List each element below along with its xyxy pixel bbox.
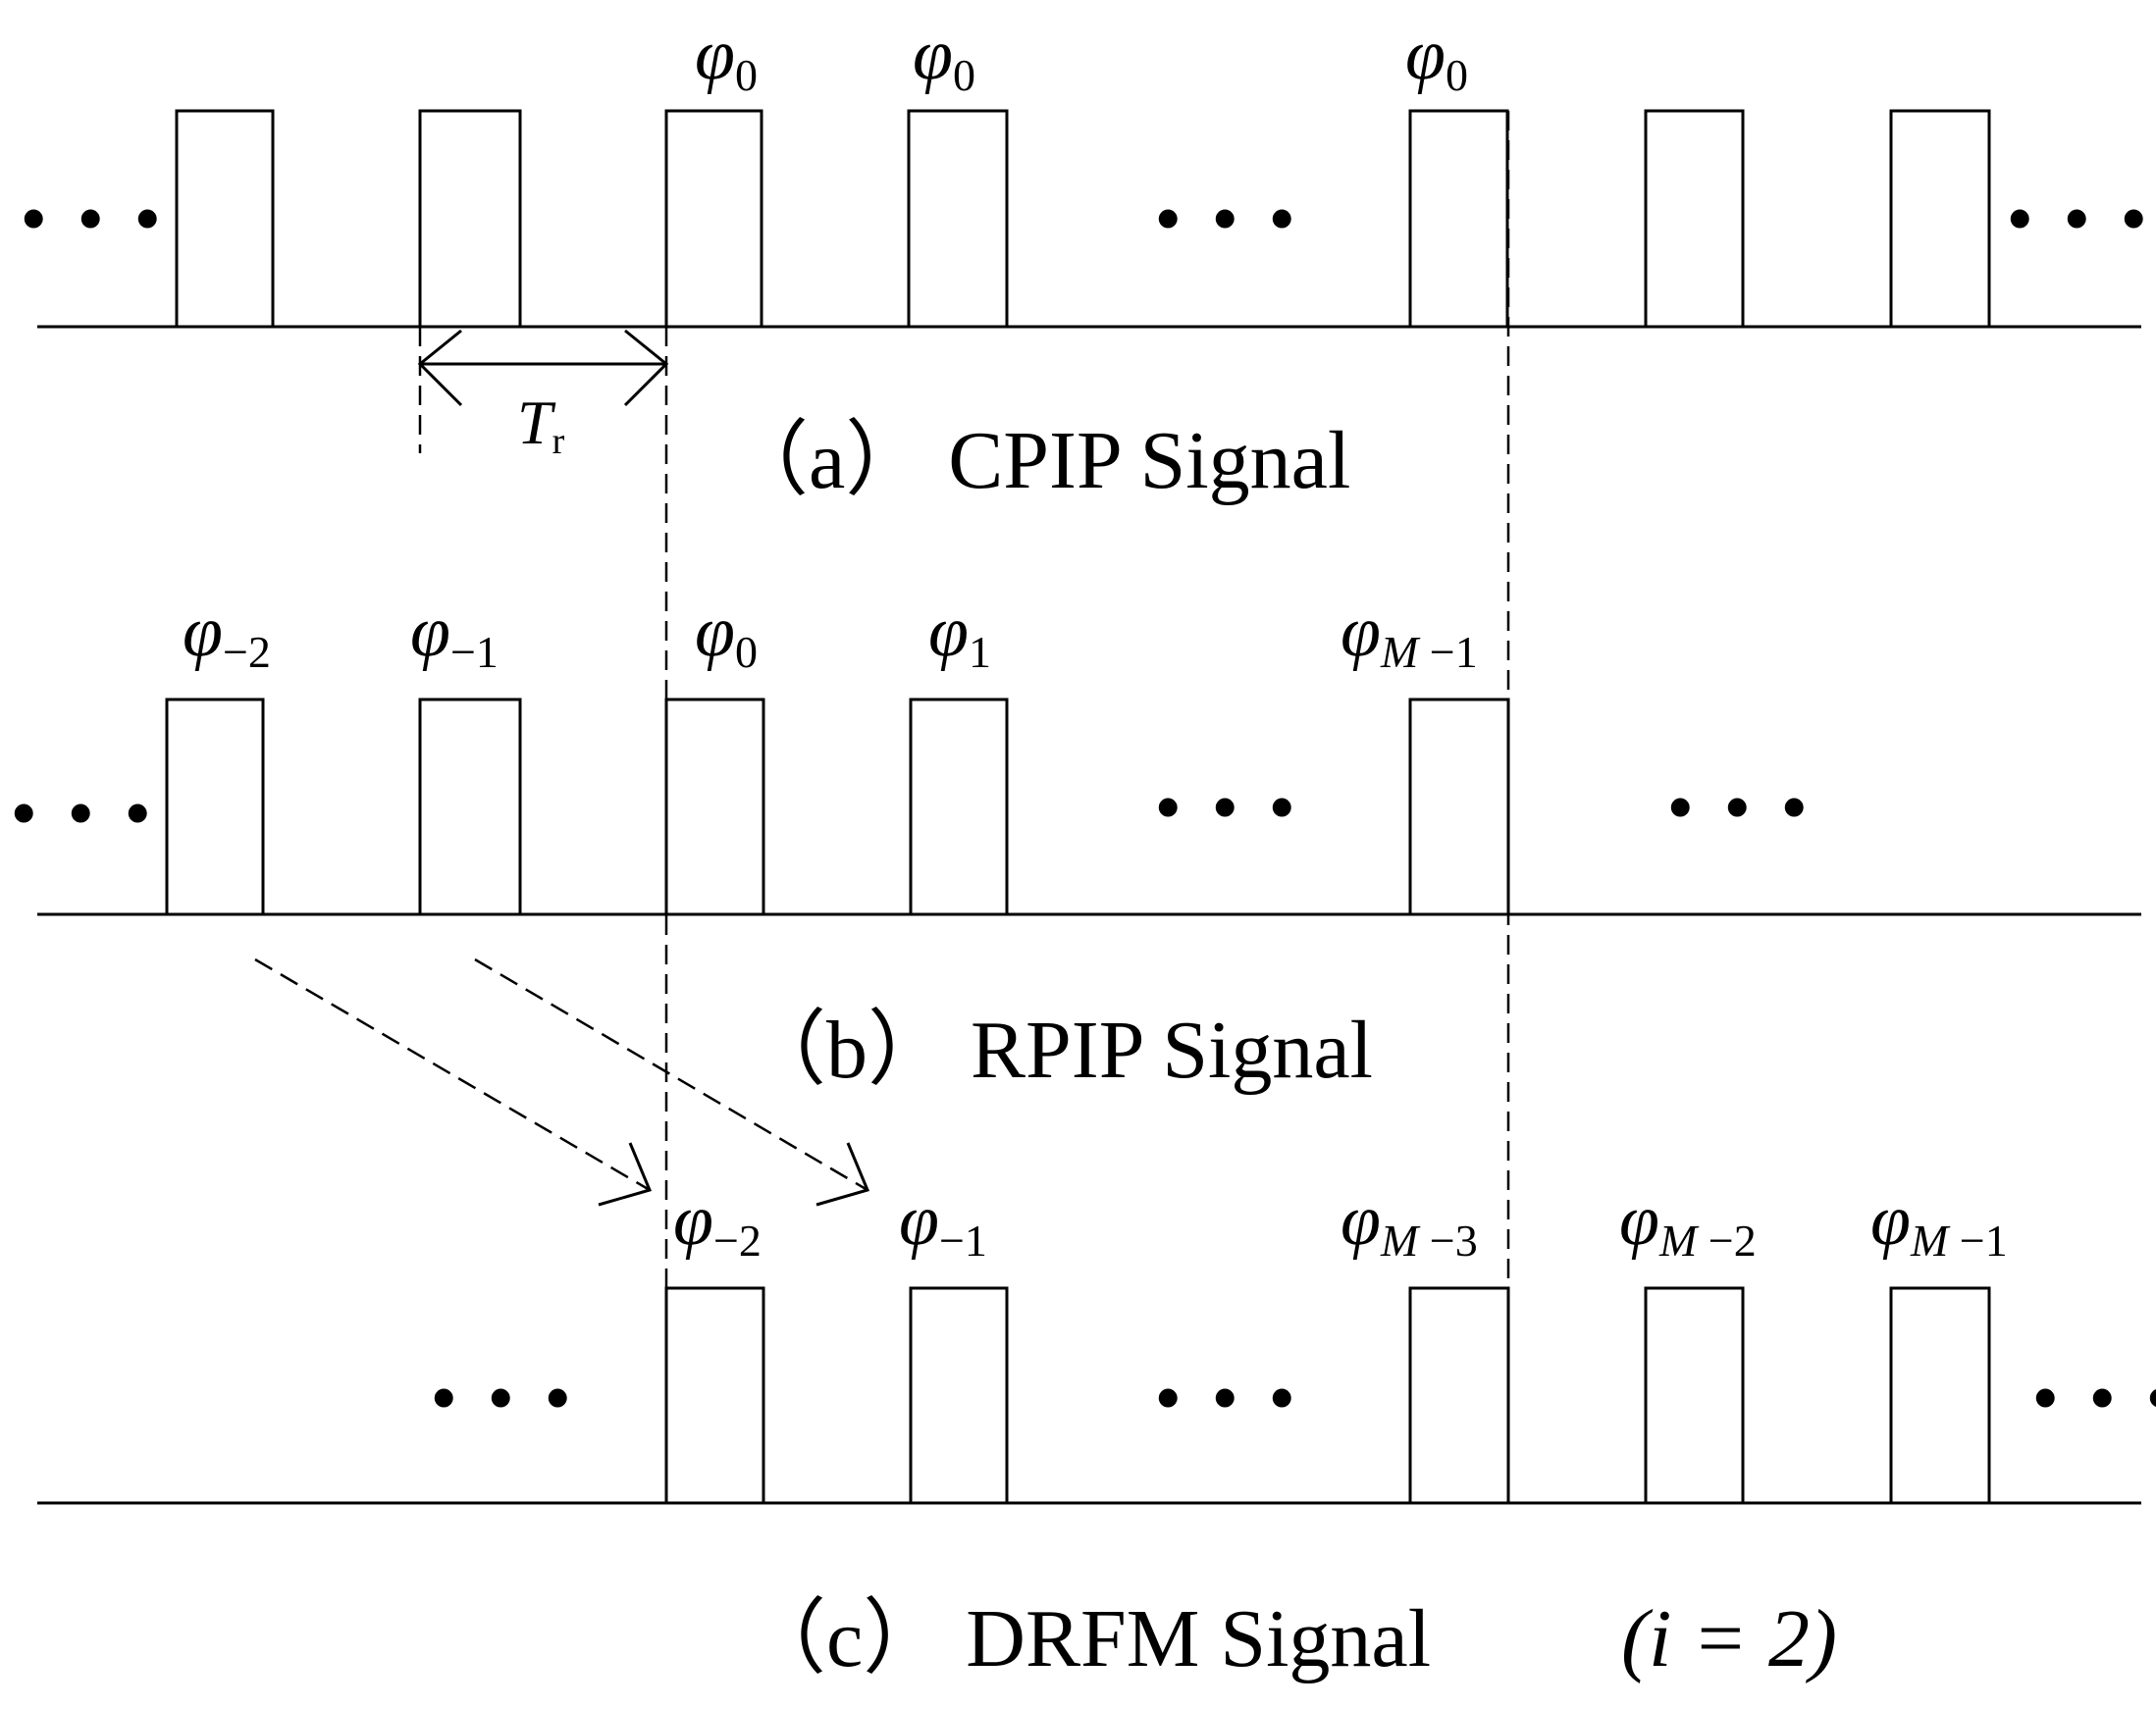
connectors [254, 111, 1510, 1288]
phase-label-c-5: φM −1 [1870, 1180, 2008, 1266]
pulse-b-1 [165, 698, 265, 914]
caption-a: （a） CPIP Signal [726, 415, 1350, 506]
pulse-a-5 [1408, 109, 1509, 327]
pulse-a-3 [664, 109, 763, 327]
caption-b: （b） RPIP Signal [744, 1005, 1373, 1096]
caption-c: （c） DRFM Signal [744, 1593, 1431, 1684]
phase-label-b-4: φ1 [928, 592, 991, 677]
delay-arrowhead-2 [815, 1142, 870, 1207]
pulse-a-6 [1644, 109, 1745, 327]
tr-arrowhead-right [623, 329, 669, 407]
pulse-a-4 [907, 109, 1009, 327]
phase-label-a-1: φ0 [695, 15, 758, 100]
condition-label: (i = 2) [1621, 1593, 1837, 1684]
pulse-a-2 [418, 109, 522, 327]
period-label: Tr [517, 388, 565, 462]
tr-arrowhead-left [417, 329, 463, 407]
ellipsis-a-right: • • • [2008, 181, 2154, 257]
phase-label-b-5: φM −1 [1341, 592, 1478, 677]
ellipsis-b-mid: • • • [1156, 770, 1302, 846]
ellipsis-a-left: • • • [22, 181, 168, 257]
delay-arrow-1 [254, 958, 651, 1192]
phase-label-b-3: φ0 [695, 592, 758, 677]
ellipsis-c-left: • • • [432, 1361, 578, 1436]
panel-a: • • • • • • • • • φ0 φ0 φ0 Tr （a） CPIP S… [22, 15, 2154, 506]
pulse-c-1 [664, 1286, 765, 1503]
ellipsis-b-left: • • • [12, 776, 158, 852]
phase-label-c-4: φM −2 [1619, 1180, 1757, 1266]
pulse-a-7 [1889, 109, 1991, 327]
pulse-c-4 [1644, 1286, 1745, 1503]
panel-c: • • • • • • • • • φ−2 φ−1 φM −3 φM −2 φM… [37, 1180, 2156, 1684]
pulse-b-3 [664, 698, 765, 914]
phase-label-b-1: φ−2 [183, 592, 271, 677]
pulse-b-5 [1408, 698, 1510, 914]
pulse-b-4 [909, 698, 1009, 914]
pulse-c-3 [1408, 1286, 1510, 1503]
pulse-c-5 [1889, 1286, 1991, 1503]
pulse-a-1 [175, 109, 275, 327]
pulse-c-2 [909, 1286, 1009, 1503]
delay-arrow-2 [474, 958, 868, 1192]
phase-label-c-2: φ−1 [899, 1180, 987, 1266]
ellipsis-c-right: • • • [2033, 1361, 2156, 1436]
panel-b: • • • • • • • • • φ−2 φ−1 φ0 φ1 φM −1 （b… [12, 592, 2141, 1096]
delay-arrowhead-1 [598, 1142, 653, 1207]
phase-label-b-2: φ−1 [410, 592, 499, 677]
phase-label-a-2: φ0 [913, 15, 975, 100]
phase-label-c-1: φ−2 [673, 1180, 762, 1266]
ellipsis-c-mid: • • • [1156, 1361, 1302, 1436]
ellipsis-b-right: • • • [1668, 770, 1814, 846]
phase-label-c-3: φM −3 [1341, 1180, 1478, 1266]
phase-label-a-3: φ0 [1405, 15, 1468, 100]
ellipsis-a-mid: • • • [1156, 181, 1302, 257]
pulse-b-2 [418, 698, 522, 914]
